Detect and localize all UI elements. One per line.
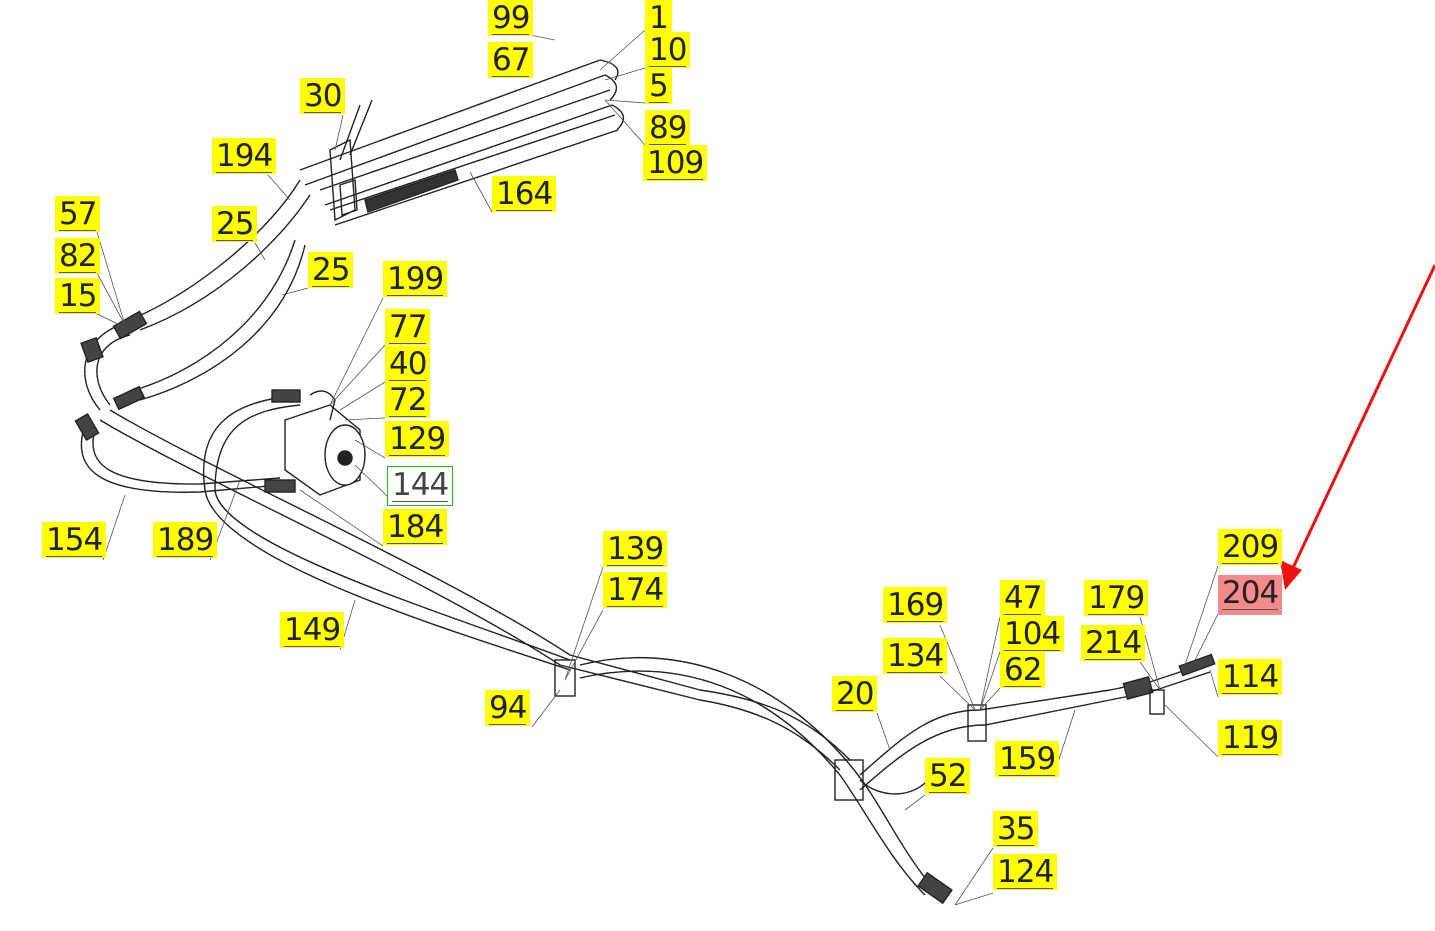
callout-label[interactable]: 174 [603,572,668,608]
callout-label-highlighted[interactable]: 204 [1218,575,1283,615]
callout-label[interactable]: 199 [383,261,448,297]
callout-label[interactable]: 124 [993,854,1058,890]
callout-label[interactable]: 159 [995,741,1060,777]
callout-label[interactable]: 114 [1218,659,1283,695]
callout-label[interactable]: 214 [1081,625,1146,661]
callout-label[interactable]: 5 [645,68,672,104]
callout-label[interactable]: 89 [645,110,691,146]
callout-label[interactable]: 134 [883,638,948,674]
callout-label[interactable]: 20 [832,676,878,712]
callout-label[interactable]: 10 [645,32,691,68]
callout-label[interactable]: 154 [42,522,107,558]
callout-label[interactable]: 194 [212,138,277,174]
hoses [80,179,1211,896]
callout-label[interactable]: 109 [643,145,708,181]
callout-label[interactable]: 25 [308,252,354,288]
leader-lines [94,29,1219,906]
callout-label[interactable]: 47 [1000,580,1046,616]
callout-label[interactable]: 35 [993,811,1039,847]
callout-label[interactable]: 209 [1218,529,1283,565]
callout-label[interactable]: 129 [385,421,450,457]
fittings [74,310,1216,905]
callout-label-selected[interactable]: 144 [387,466,454,506]
callout-label[interactable]: 139 [603,531,668,567]
callout-label[interactable]: 25 [212,206,258,242]
callout-label[interactable]: 169 [883,587,948,623]
red-arrow [1280,264,1435,590]
callout-label[interactable]: 72 [385,382,431,418]
callout-label[interactable]: 184 [383,509,448,545]
callout-label[interactable]: 67 [488,42,534,78]
callout-label[interactable]: 1 [645,0,672,36]
pump [284,390,366,496]
callout-label[interactable]: 77 [385,309,431,345]
callout-label[interactable]: 104 [1000,616,1065,652]
callout-label[interactable]: 99 [488,0,534,36]
callout-label[interactable]: 15 [55,278,101,314]
callout-label[interactable]: 52 [925,758,971,794]
callout-label[interactable]: 189 [153,522,218,558]
cooler-tubes [299,59,625,226]
callout-label[interactable]: 82 [55,238,101,274]
callout-label[interactable]: 57 [55,196,101,232]
callout-label[interactable]: 30 [300,78,346,114]
callout-label[interactable]: 62 [1000,652,1046,688]
callout-label[interactable]: 149 [280,612,345,648]
callout-label[interactable]: 40 [385,346,431,382]
callout-label[interactable]: 164 [492,176,557,212]
callout-label[interactable]: 179 [1084,580,1149,616]
callout-label[interactable]: 94 [485,690,531,726]
callout-label[interactable]: 119 [1218,720,1283,756]
